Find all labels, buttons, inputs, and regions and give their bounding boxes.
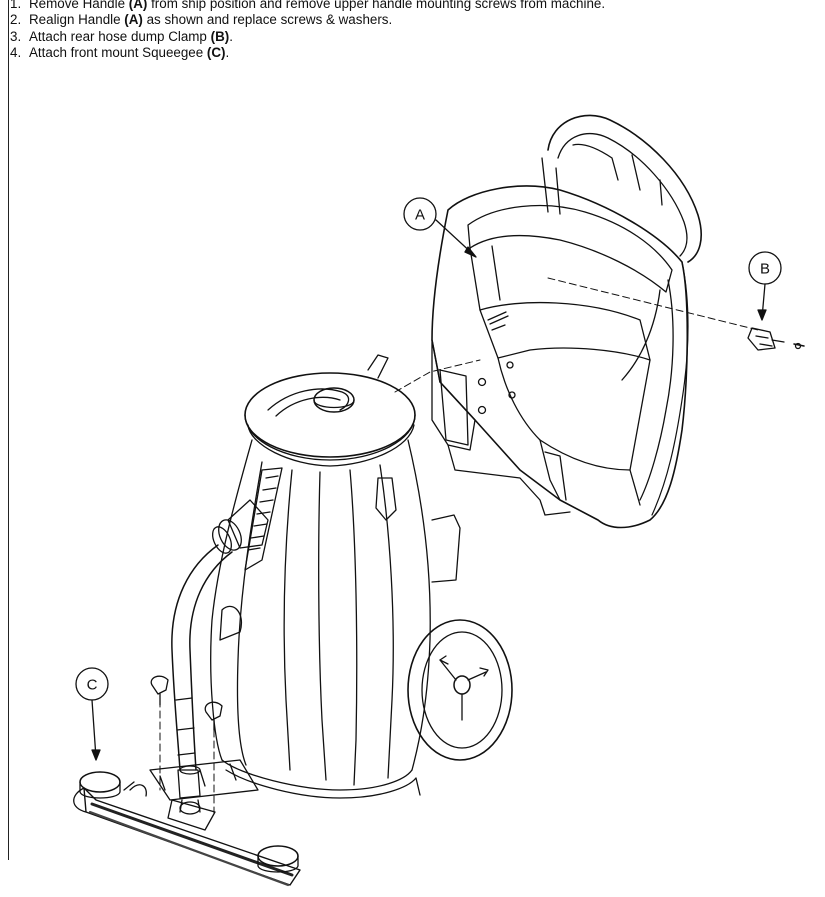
step-number: 1.	[10, 0, 22, 11]
machine-body	[210, 354, 431, 799]
step-item-1: 1. Remove Handle (A) from ship position …	[10, 0, 605, 12]
assembly-steps-list: 1. Remove Handle (A) from ship position …	[10, 0, 605, 62]
step-item-2: 2. Realign Handle (A) as shown and repla…	[10, 12, 605, 28]
step-number: 4.	[10, 45, 22, 61]
left-border-rule	[8, 0, 9, 860]
callout-c-label: C	[87, 677, 98, 694]
step-text: Attach rear hose dump Clamp (B).	[29, 28, 233, 44]
squeegee-assembly-c	[73, 675, 301, 887]
callout-a-label: A	[415, 207, 425, 224]
callout-b-label: B	[760, 261, 770, 278]
assembly-guide-lines	[159, 277, 759, 816]
step-number: 2.	[10, 12, 22, 28]
callout-a: A	[403, 197, 477, 258]
handle-assembly-a	[431, 114, 702, 529]
step-text: Realign Handle (A) as shown and replace …	[29, 12, 393, 28]
hose-dump-clamp-b	[747, 327, 805, 351]
step-item-3: 3. Attach rear hose dump Clamp (B).	[10, 29, 605, 45]
step-item-4: 4. Attach front mount Squeegee (C).	[10, 45, 605, 61]
rear-wheel	[407, 514, 513, 761]
step-text: Attach front mount Squeegee (C).	[29, 45, 230, 61]
callout-b: B	[748, 251, 782, 321]
step-number: 3.	[10, 28, 22, 44]
hose-assembly	[171, 499, 269, 815]
step-text: Remove Handle (A) from ship position and…	[29, 0, 606, 11]
callout-c: C	[75, 667, 109, 761]
handle-screws	[477, 311, 516, 415]
